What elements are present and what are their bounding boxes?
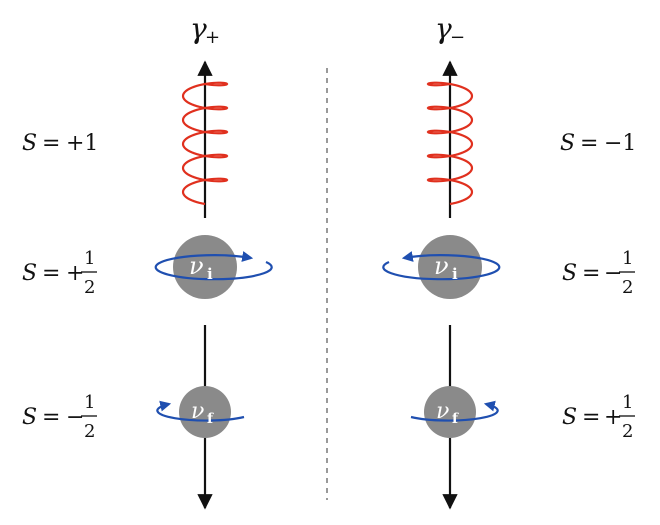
left-nu-i-symbol: ν [189,252,204,280]
svg-text:=: = [42,131,67,156]
right-nu-i-symbol: ν [434,252,449,280]
left-nu-i-spin-arrow [154,251,273,281]
svg-text:S: S [562,261,577,286]
right-nu-i-sub: i [452,265,458,283]
left-photon-sign: + [205,27,220,48]
left-nu-f-symbol: ν [191,399,204,424]
right-nu-f-spin-arrow [410,400,499,422]
svg-text:1: 1 [622,392,633,413]
right-nu-f-particle [424,386,476,438]
svg-text:2: 2 [84,277,95,298]
right-nu-i-spin-label: S = − 1 2 [562,248,635,298]
left-nu-i-particle [173,235,237,299]
svg-text:S: S [560,131,575,156]
svg-text:S: S [562,405,577,430]
svg-text:+: + [66,261,84,286]
right-panel: γ − S = −1 ν i S = − 1 2 ν f S = + [382,12,636,510]
svg-text:−1: −1 [604,131,636,156]
left-nu-i-sub: i [207,265,213,283]
left-photon-helix [181,81,229,206]
svg-text:=: = [42,261,67,286]
svg-text:=: = [582,405,607,430]
left-panel: γ + S = +1 ν i S = + 1 2 ν [22,12,273,510]
svg-text:=: = [582,261,607,286]
svg-text:2: 2 [84,421,95,442]
svg-text:S: S [22,405,37,430]
svg-text:2: 2 [622,277,633,298]
right-photon-spin-label: S = −1 [560,131,636,156]
right-nu-i-particle [418,235,482,299]
right-photon-helix [426,81,474,206]
svg-text:S: S [22,261,37,286]
svg-text:1: 1 [84,392,95,413]
left-photon-label: γ [190,12,207,45]
right-nu-f-sub: f [452,411,459,427]
right-nu-i-spin-arrow [382,251,501,281]
left-nu-f-spin-arrow [156,400,245,422]
left-nu-i-spin-label: S = + 1 2 [22,248,97,298]
left-nu-f-sub: f [207,411,214,427]
left-nu-f-particle [179,386,231,438]
left-photon-spin-label: S = +1 [22,131,98,156]
svg-text:−: − [604,261,622,286]
svg-text:=: = [42,405,67,430]
right-nu-f-symbol: ν [436,399,449,424]
right-photon-sign: − [450,27,465,48]
svg-text:S: S [22,131,37,156]
right-photon-label: γ [435,12,452,45]
svg-text:2: 2 [622,421,633,442]
svg-text:+1: +1 [66,131,98,156]
right-nu-f-spin-label: S = + 1 2 [562,392,635,442]
svg-text:−: − [66,405,84,430]
svg-text:1: 1 [84,248,95,269]
svg-text:+: + [604,405,622,430]
svg-text:=: = [580,131,605,156]
left-nu-f-spin-label: S = − 1 2 [22,392,97,442]
svg-text:1: 1 [622,248,633,269]
